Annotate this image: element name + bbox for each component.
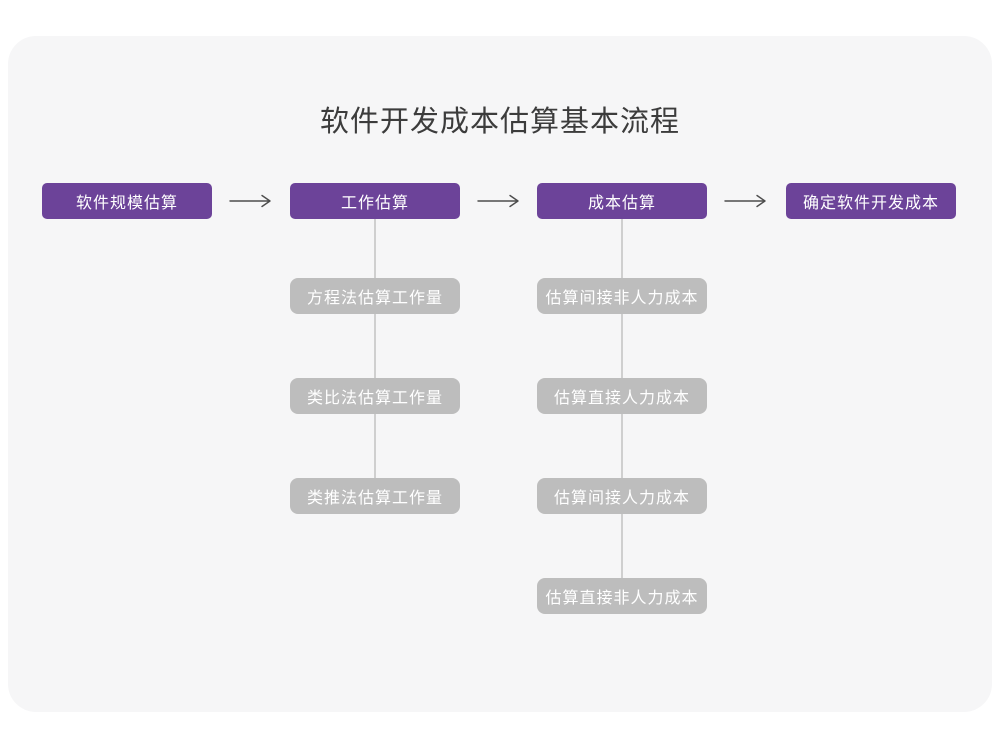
flow-step-determine-development-cost: 确定软件开发成本 (786, 183, 956, 219)
flow-step-label: 软件规模估算 (75, 195, 178, 212)
sub-node-label: 类比法估算工作量 (306, 390, 443, 407)
sub-node-indirect-non-labor-cost: 估算间接非人力成本 (537, 278, 707, 314)
flow-step-label: 成本估算 (587, 195, 656, 212)
sub-node-label: 类推法估算工作量 (306, 490, 443, 507)
sub-node-label: 估算间接人力成本 (553, 490, 690, 507)
sub-node-direct-labor-cost: 估算直接人力成本 (537, 378, 707, 414)
arrow-right-icon (477, 194, 519, 208)
sub-node-direct-non-labor-cost: 估算直接非人力成本 (537, 578, 707, 614)
sub-node-label: 估算直接非人力成本 (545, 590, 699, 607)
connector-line-work-estimation (374, 219, 376, 497)
flow-step-label: 确定软件开发成本 (802, 195, 939, 212)
flow-step-label: 工作估算 (340, 195, 409, 212)
flow-step-software-scale-estimation: 软件规模估算 (42, 183, 212, 219)
sub-node-extrapolation-method: 类推法估算工作量 (290, 478, 460, 514)
arrow-right-icon (724, 194, 766, 208)
sub-node-indirect-labor-cost: 估算间接人力成本 (537, 478, 707, 514)
flow-step-cost-estimation: 成本估算 (537, 183, 707, 219)
arrow-right-icon (229, 194, 271, 208)
sub-node-label: 估算间接非人力成本 (545, 290, 699, 307)
sub-node-label: 方程法估算工作量 (306, 290, 443, 307)
sub-node-label: 估算直接人力成本 (553, 390, 690, 407)
flow-step-work-estimation: 工作估算 (290, 183, 460, 219)
diagram-title: 软件开发成本估算基本流程 (319, 106, 680, 138)
diagram-panel (8, 36, 992, 712)
sub-node-analogy-method: 类比法估算工作量 (290, 378, 460, 414)
sub-node-equation-method: 方程法估算工作量 (290, 278, 460, 314)
